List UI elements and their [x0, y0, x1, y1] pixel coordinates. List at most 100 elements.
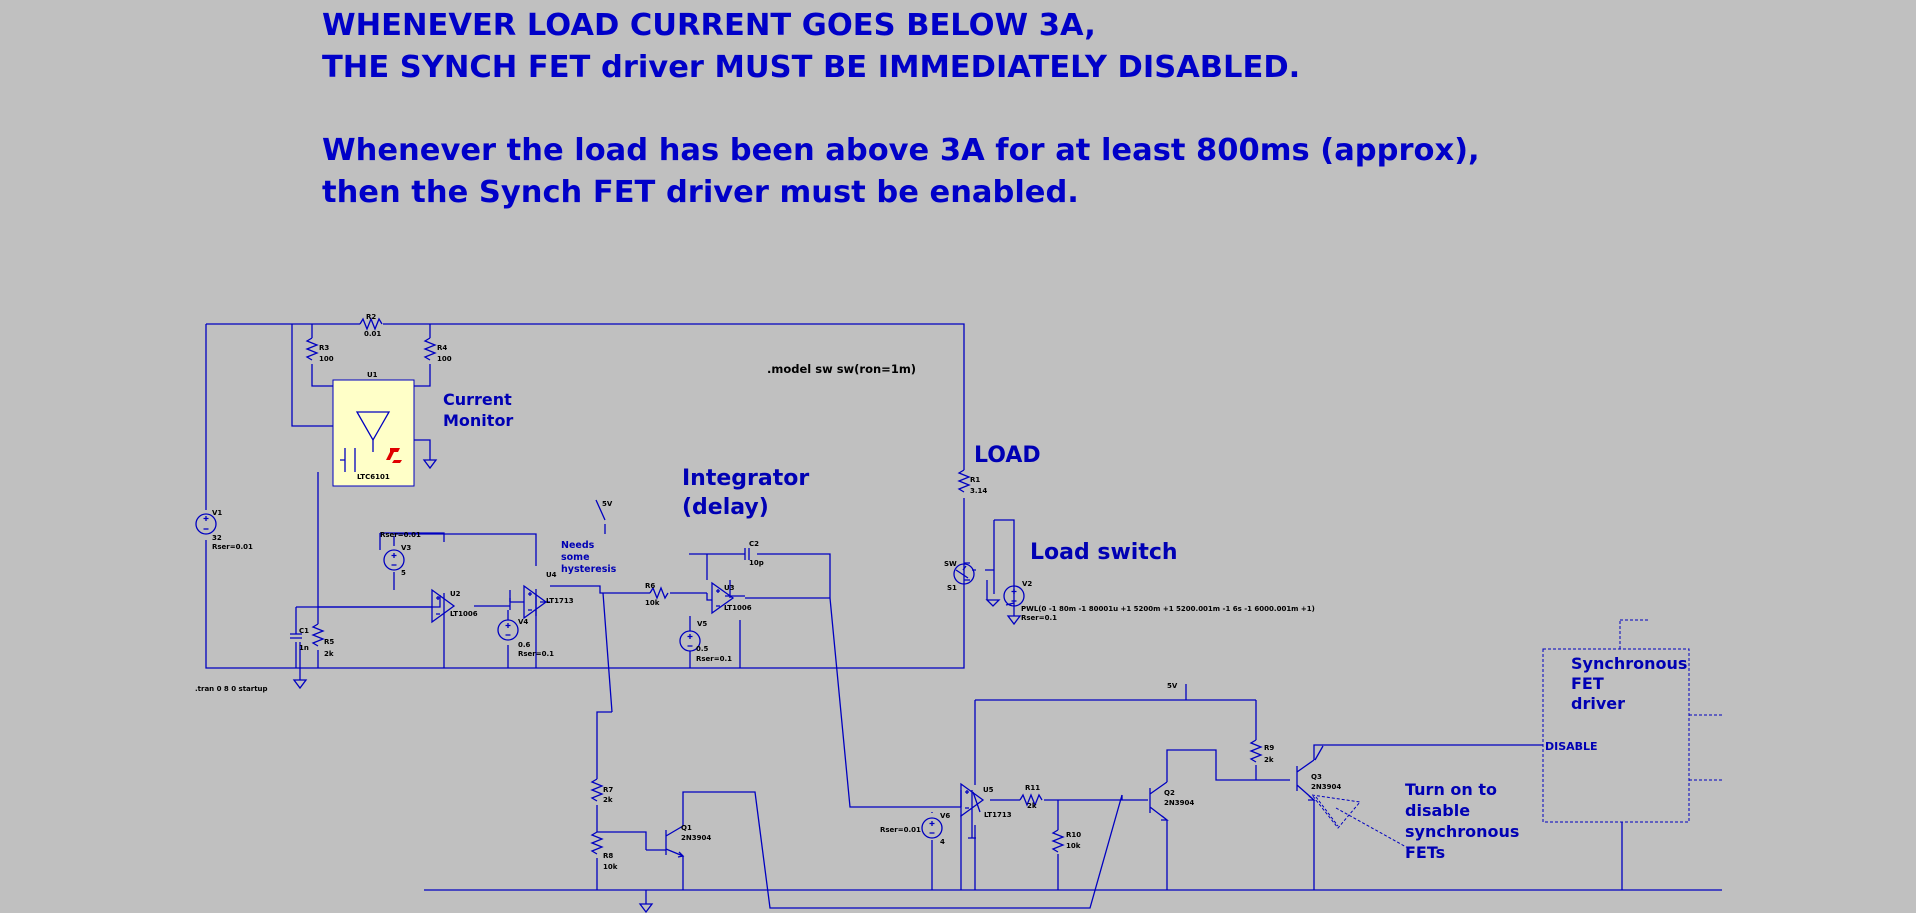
- svg-text:U5: U5: [983, 786, 994, 794]
- svg-text:V3: V3: [401, 544, 411, 552]
- svg-text:SW: SW: [944, 560, 957, 568]
- svg-text:R5: R5: [324, 638, 334, 646]
- svg-text:10p: 10p: [749, 559, 764, 567]
- v2-rser-label: Rser=0.1: [1021, 614, 1057, 622]
- resistor-r7: [590, 778, 604, 802]
- svg-text:V4: V4: [518, 618, 528, 626]
- resistor-r1: [957, 469, 971, 493]
- svg-text:32: 32: [212, 534, 222, 542]
- svg-text:R8: R8: [603, 852, 613, 860]
- note-integrator: Integrator: [682, 466, 809, 491]
- resistor-r5: [311, 623, 325, 647]
- note-hysteresis-3: hysteresis: [561, 564, 617, 575]
- note-load: LOAD: [974, 443, 1041, 468]
- source-v6: [921, 817, 943, 839]
- svg-text:2k: 2k: [324, 650, 334, 658]
- note-current-monitor-2: Monitor: [443, 411, 513, 430]
- note-sync-driver-3: driver: [1571, 694, 1625, 713]
- svg-text:LT1006: LT1006: [724, 604, 752, 612]
- comparator-u4: [523, 584, 548, 620]
- svg-text:10k: 10k: [603, 863, 618, 871]
- wires: [205, 323, 1722, 909]
- header-line-4: then the Synch FET driver must be enable…: [322, 175, 1079, 210]
- svg-text:3.14: 3.14: [970, 487, 987, 495]
- note-turn-on-3: synchronous: [1405, 822, 1519, 841]
- svg-text:Rser=0.01: Rser=0.01: [880, 826, 921, 834]
- svg-text:Rser=0.01: Rser=0.01: [380, 531, 421, 539]
- capacitor-c2: [744, 548, 750, 560]
- note-integrator-delay: (delay): [682, 495, 769, 520]
- svg-text:100: 100: [319, 355, 334, 363]
- note-turn-on-2: disable: [1405, 801, 1470, 820]
- ic-u1: U1 LTC6101: [332, 371, 415, 487]
- transistor-q3: [1296, 759, 1409, 849]
- source-v2: [1003, 585, 1025, 607]
- svg-text:V2: V2: [1022, 580, 1032, 588]
- tran-directive: .tran 0 8 0 startup: [195, 685, 268, 693]
- source-v1: [195, 513, 217, 535]
- svg-text:S1: S1: [947, 584, 957, 592]
- resistor-r6: [649, 586, 669, 600]
- svg-text:Rser=0.1: Rser=0.1: [696, 655, 732, 663]
- note-sync-driver-2: FET: [1571, 674, 1604, 693]
- svg-text:5V: 5V: [1167, 682, 1178, 690]
- svg-text:R6: R6: [645, 582, 655, 590]
- svg-text:R11: R11: [1025, 784, 1040, 792]
- note-turn-on-4: FETs: [1405, 843, 1445, 862]
- svg-text:100: 100: [437, 355, 452, 363]
- source-v4: [497, 619, 519, 641]
- transistor-q2: [1149, 781, 1169, 821]
- resistor-r11: [1019, 793, 1043, 807]
- svg-text:R1: R1: [970, 476, 980, 484]
- ground-symbols: [292, 459, 1022, 913]
- model-directive: .model sw sw(ron=1m): [767, 362, 916, 376]
- svg-text:2N3904: 2N3904: [1164, 799, 1194, 807]
- note-sync-driver-1: Synchronous: [1571, 654, 1687, 673]
- svg-text:V6: V6: [940, 812, 950, 820]
- opamp-u3: [711, 581, 735, 615]
- svg-text:5: 5: [401, 569, 406, 577]
- svg-text:1n: 1n: [299, 644, 309, 652]
- note-hysteresis-1: Needs: [561, 540, 595, 551]
- svg-text:Q1: Q1: [681, 824, 692, 832]
- svg-text:4: 4: [940, 838, 945, 846]
- source-v5: [679, 630, 701, 652]
- svg-text:R10: R10: [1066, 831, 1081, 839]
- svg-text:2k: 2k: [1027, 802, 1037, 810]
- note-load-switch: Load switch: [1030, 540, 1178, 565]
- svg-text:R2: R2: [366, 313, 376, 321]
- svg-text:V5: V5: [697, 620, 707, 628]
- svg-text:U3: U3: [724, 584, 735, 592]
- svg-text:LT1713: LT1713: [546, 597, 574, 605]
- header-line-2: THE SYNCH FET driver MUST BE IMMEDIATELY…: [322, 50, 1301, 85]
- svg-text:0.6: 0.6: [518, 641, 531, 649]
- note-turn-on-1: Turn on to: [1405, 780, 1497, 799]
- svg-text:10k: 10k: [1066, 842, 1081, 850]
- svg-text:R9: R9: [1264, 744, 1274, 752]
- svg-text:V1: V1: [212, 509, 222, 517]
- svg-text:R7: R7: [603, 786, 613, 794]
- svg-text:10k: 10k: [645, 599, 660, 607]
- header-line-1: WHENEVER LOAD CURRENT GOES BELOW 3A,: [322, 8, 1096, 43]
- svg-text:2k: 2k: [1264, 756, 1274, 764]
- header-line-3: Whenever the load has been above 3A for …: [322, 133, 1480, 168]
- opamp-u2: [431, 588, 456, 624]
- svg-text:C1: C1: [299, 627, 309, 635]
- svg-text:LT1713: LT1713: [984, 811, 1012, 819]
- resistor-r3: [305, 337, 319, 361]
- svg-text:LTC6101: LTC6101: [357, 473, 390, 481]
- disable-pin-label: DISABLE: [1545, 740, 1598, 753]
- svg-text:2k: 2k: [603, 796, 613, 804]
- svg-text:Q2: Q2: [1164, 789, 1175, 797]
- resistor-r10: [1051, 829, 1065, 853]
- svg-text:0.01: 0.01: [364, 330, 381, 338]
- capacitor-c1: [290, 633, 302, 639]
- svg-text:LT1006: LT1006: [450, 610, 478, 618]
- svg-text:C2: C2: [749, 540, 759, 548]
- pwl-directive: PWL(0 -1 80m -1 80001u +1 5200m +1 5200.…: [1021, 605, 1315, 613]
- note-current-monitor: Current: [443, 390, 512, 409]
- source-v3: [383, 549, 405, 571]
- note-hysteresis-2: some: [561, 552, 590, 563]
- resistor-r8: [590, 831, 604, 855]
